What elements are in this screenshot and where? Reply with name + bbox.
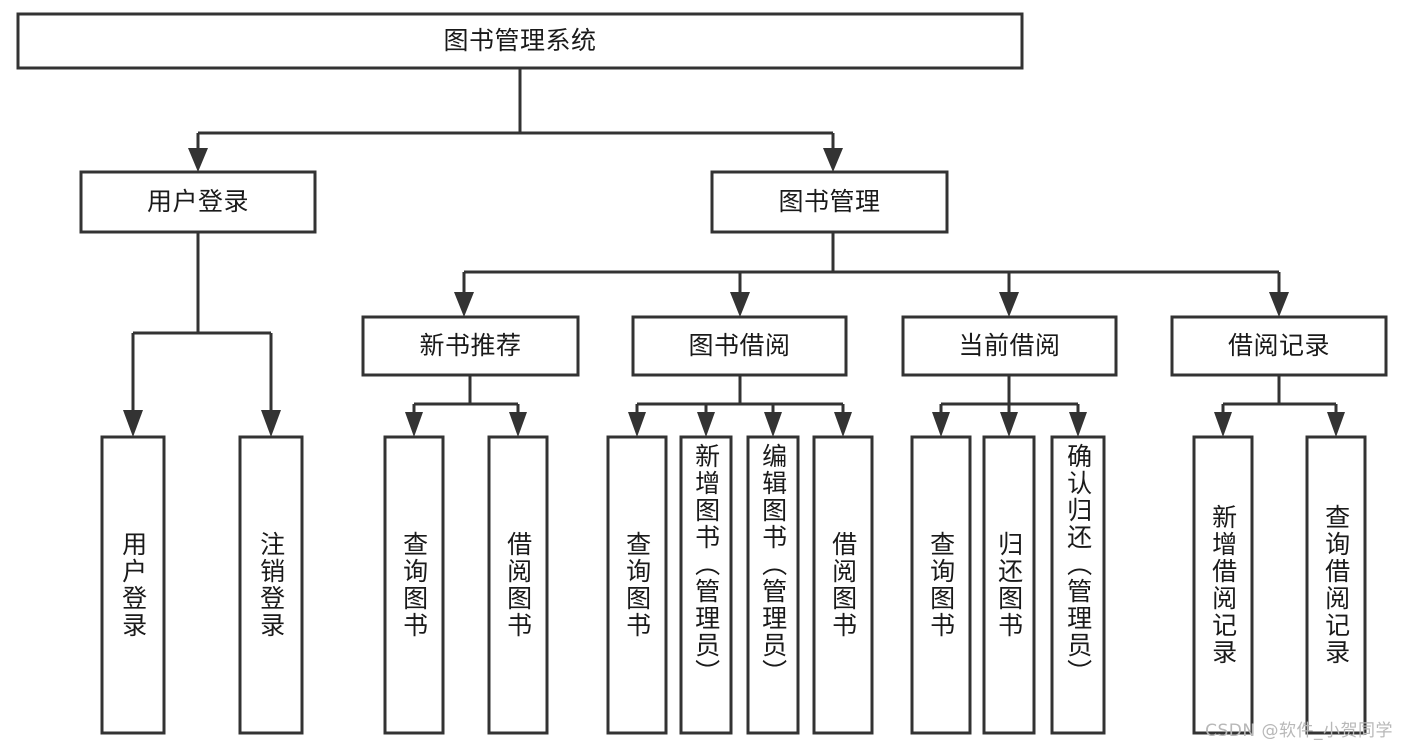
- arrow-head-current-borrow: [999, 292, 1019, 317]
- arrow-head-new-book-rec: [454, 292, 474, 317]
- node-borrow-record[interactable]: [1170, 315, 1388, 377]
- arrow-head-leaf-user-login: [123, 410, 143, 437]
- node-leaf-add-record[interactable]: [1192, 435, 1254, 735]
- arrow-head-leaf-confirm-return: [1069, 412, 1087, 437]
- node-book-borrow[interactable]: [631, 315, 848, 377]
- node-leaf-add-book[interactable]: [679, 435, 733, 735]
- node-leaf-query-book-2[interactable]: [606, 435, 668, 735]
- arrow-head-leaf-query-book-1: [405, 412, 423, 437]
- arrow-head-leaf-add-record: [1214, 412, 1232, 437]
- arrow-head-leaf-logout: [261, 410, 281, 437]
- node-book-manage[interactable]: [710, 170, 949, 234]
- node-new-book-rec[interactable]: [361, 315, 580, 377]
- arrow-head-user-login: [188, 148, 208, 172]
- node-leaf-borrow-book-1[interactable]: [487, 435, 549, 735]
- node-leaf-return-book[interactable]: [982, 435, 1036, 735]
- node-leaf-edit-book[interactable]: [746, 435, 800, 735]
- arrow-head-leaf-query-book-2: [628, 412, 646, 437]
- node-leaf-user-login[interactable]: [100, 435, 166, 735]
- node-leaf-borrow-book-2[interactable]: [812, 435, 874, 735]
- node-user-login[interactable]: [79, 170, 317, 234]
- arrow-head-leaf-borrow-book-2: [834, 412, 852, 437]
- connector-layer: [123, 68, 1345, 437]
- arrow-head-borrow-record: [1269, 292, 1289, 317]
- node-leaf-query-book-3[interactable]: [910, 435, 972, 735]
- node-leaf-logout[interactable]: [238, 435, 304, 735]
- node-root[interactable]: [16, 12, 1024, 70]
- node-current-borrow[interactable]: [901, 315, 1118, 377]
- arrow-head-book-manage: [823, 148, 843, 172]
- node-leaf-query-record[interactable]: [1305, 435, 1367, 735]
- node-leaf-query-book-1[interactable]: [383, 435, 445, 735]
- arrow-head-leaf-query-record: [1327, 412, 1345, 437]
- arrow-head-leaf-edit-book: [764, 412, 782, 437]
- arrow-head-leaf-borrow-book-1: [509, 412, 527, 437]
- node-leaf-confirm-return[interactable]: [1050, 435, 1106, 735]
- arrow-head-leaf-return-book: [1000, 412, 1018, 437]
- csdn-watermark: CSDN @软件_小贺同学: [1205, 721, 1393, 741]
- arrow-head-book-borrow: [730, 292, 750, 317]
- node-layer: [16, 12, 1388, 735]
- arrow-head-leaf-query-book-3: [932, 412, 950, 437]
- arrow-head-leaf-add-book: [697, 412, 715, 437]
